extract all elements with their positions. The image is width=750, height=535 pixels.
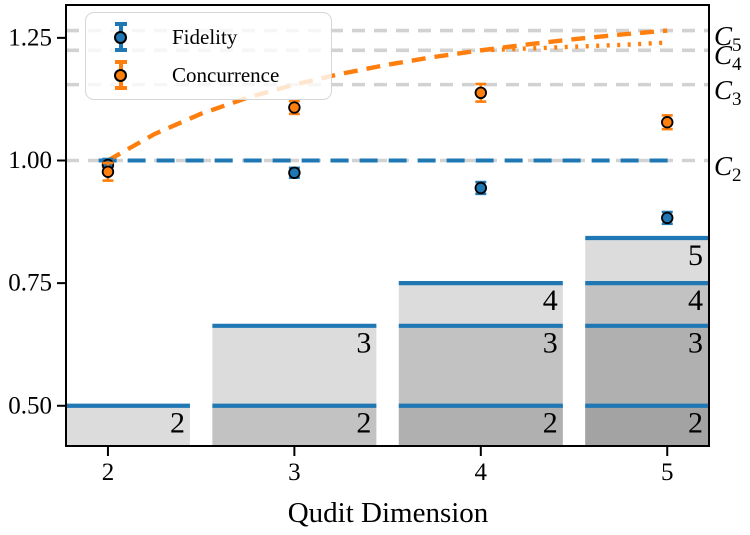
legend-item-label: Fidelity (172, 24, 238, 49)
level-label: 2 (543, 407, 558, 440)
level-bar-fill (67, 405, 190, 446)
errorbar-marker-icon (114, 59, 128, 91)
y-tick-label: 0.75 (8, 270, 52, 297)
level-bar-fill (585, 283, 708, 446)
x-tick-label: 5 (661, 459, 674, 486)
level-label: 4 (543, 284, 558, 317)
level-label: 4 (688, 284, 703, 317)
data-point-fidelity (474, 181, 488, 195)
y-tick-label: 0.50 (8, 392, 52, 419)
level-bar-fill (398, 283, 563, 446)
level-bars-layer: 2 2 3 2 3 4 2 3 4 5 (67, 235, 708, 446)
legend-item-fidelity: Fidelity (114, 18, 331, 56)
x-tick-label: 3 (288, 459, 301, 486)
level-bar-fill (585, 238, 708, 446)
data-point-concurrence (288, 101, 301, 114)
y-tick-label: 1.25 (8, 24, 52, 51)
data-points-layer (101, 82, 674, 226)
level-label: 2 (688, 407, 703, 440)
level-bar-fill (212, 405, 377, 446)
x-tick-label: 4 (475, 459, 488, 486)
level-label: 2 (356, 407, 371, 440)
level-label: 5 (688, 239, 703, 272)
level-bar-fill (585, 405, 708, 446)
plot-spines (65, 4, 710, 447)
level-bar-fill (398, 405, 563, 446)
x-axis-label: Qudit Dimension (288, 497, 489, 529)
level-bar-fill (585, 325, 708, 446)
legend-item-label: Concurrence (172, 62, 280, 87)
legend-item-concurrence: Concurrence (114, 56, 331, 94)
concurrence-theory-dashed (106, 28, 668, 163)
x-tick-label: 2 (102, 459, 115, 486)
level-label: 2 (170, 407, 185, 440)
level-bar-fill (212, 325, 377, 446)
theory-curves-layer (98, 28, 673, 163)
level-label: 3 (356, 327, 371, 360)
data-point-concurrence (474, 86, 488, 100)
axes-layer: 2 3 4 5 0.50 0.75 1.00 1.25 (8, 4, 710, 486)
errorbar-marker-icon (114, 21, 128, 53)
level-bar-fill (398, 325, 563, 446)
data-point-concurrence (101, 165, 115, 178)
level-label: 3 (543, 327, 558, 360)
y-tick-label: 1.00 (8, 147, 52, 174)
level-label: 3 (688, 327, 703, 360)
data-point-concurrence (661, 116, 674, 129)
data-point-fidelity (661, 211, 674, 225)
data-point-fidelity (288, 166, 301, 179)
